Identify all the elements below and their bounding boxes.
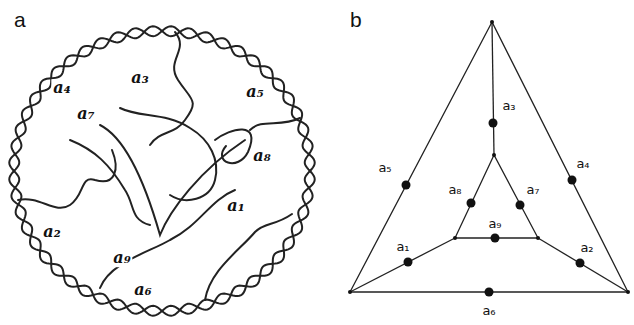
vertex-dot [492,153,496,157]
edge-dot [576,259,585,268]
callout-label: a₂ [578,241,595,255]
graph-edge [538,238,628,292]
knot-strand [120,108,216,200]
edge-dot [467,199,476,208]
callout-label: a₆ [480,304,497,318]
callout-label: a₇ [524,183,541,197]
edge-dot [491,234,500,243]
graph-dots [348,20,630,297]
knot-strand [100,125,245,235]
knot-strand [215,129,251,163]
graph-edge [350,238,455,292]
twisted-ring [9,26,314,315]
knot-strand [150,32,193,145]
callout-label: a₄ [574,157,591,171]
callout-label: a₁ [225,197,246,215]
graph-drawing [350,22,628,292]
callout-label: a₈ [446,183,463,197]
callout-label: a₅ [376,161,393,175]
callout-label: a₇ [75,105,96,123]
callout-label: a₆ [132,281,153,299]
callout-label: a₁ [394,240,411,254]
callout-label: a₉ [486,217,503,231]
twisted-ring [9,26,314,315]
panel-letter: a [12,8,28,31]
panel-letter: b [348,8,364,31]
edge-dot [516,201,525,210]
callout-label: a₃ [129,69,150,87]
vertex-dot [536,236,540,240]
knot-drawing [9,26,314,315]
edge-dot [404,258,413,267]
graph-edge [492,22,494,155]
edge-dot [489,119,498,128]
knot-strand [100,190,235,288]
vertex-dot [453,236,457,240]
edge-dot [568,176,577,185]
vertex-dot [626,290,630,294]
callout-label: a₉ [111,249,132,267]
callout-label: a₄ [51,79,72,97]
callout-label: a₂ [41,223,62,241]
outer-triangle [350,22,628,292]
vertex-dot [348,290,352,294]
edge-dot [485,288,494,297]
knot-strand [70,118,300,225]
callout-label: a₃ [500,99,517,113]
vertex-dot [490,20,494,24]
callout-label: a₅ [244,83,265,101]
callout-label: a₈ [251,147,272,165]
edge-dot [402,181,411,190]
